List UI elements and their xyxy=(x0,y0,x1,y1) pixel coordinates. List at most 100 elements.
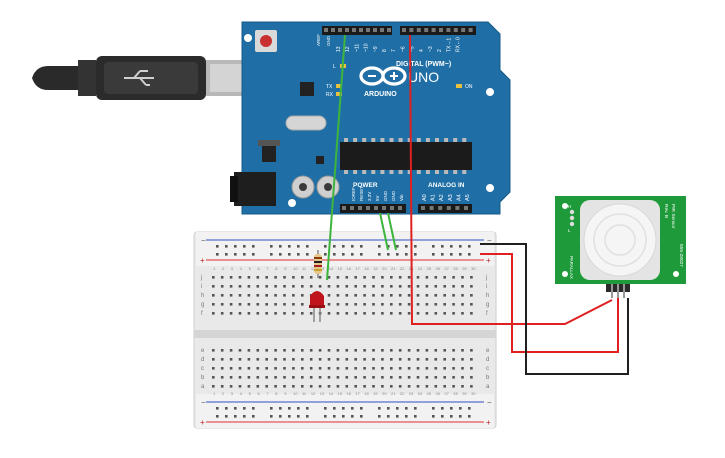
terminal-hole[interactable] xyxy=(247,385,251,388)
terminal-hole[interactable] xyxy=(452,312,455,315)
rail-hole[interactable] xyxy=(216,245,219,248)
terminal-hole[interactable] xyxy=(265,312,268,315)
terminal-hole[interactable] xyxy=(283,312,286,315)
terminal-hole[interactable] xyxy=(363,367,366,370)
rail-hole[interactable] xyxy=(360,253,363,256)
terminal-hole[interactable] xyxy=(274,385,277,388)
terminal-hole[interactable] xyxy=(381,285,384,288)
terminal-hole[interactable] xyxy=(274,358,277,361)
rail-hole[interactable] xyxy=(324,415,327,418)
terminal-hole[interactable] xyxy=(425,376,429,379)
terminal-hole[interactable] xyxy=(238,312,242,315)
terminal-hole[interactable] xyxy=(292,312,295,315)
terminal-hole[interactable] xyxy=(265,367,268,370)
terminal-hole[interactable] xyxy=(354,385,357,388)
terminal-hole[interactable] xyxy=(336,303,340,306)
rail-hole[interactable] xyxy=(441,245,444,248)
terminal-hole[interactable] xyxy=(318,349,322,352)
terminal-hole[interactable] xyxy=(416,303,420,306)
wire-5v-to-rail[interactable] xyxy=(379,212,389,251)
terminal-hole[interactable] xyxy=(461,294,464,297)
terminal-hole[interactable] xyxy=(301,294,304,297)
terminal-hole[interactable] xyxy=(212,358,215,361)
rail-hole[interactable] xyxy=(378,253,381,256)
terminal-hole[interactable] xyxy=(265,276,268,279)
rail-hole[interactable] xyxy=(432,253,435,256)
terminal-hole[interactable] xyxy=(345,303,349,306)
terminal-hole[interactable] xyxy=(452,276,455,279)
resistor[interactable] xyxy=(314,250,322,278)
wire-power-to-pir[interactable] xyxy=(480,253,619,353)
terminal-hole[interactable] xyxy=(229,367,233,370)
rail-hole[interactable] xyxy=(468,245,471,248)
terminal-hole[interactable] xyxy=(381,349,384,352)
terminal-hole[interactable] xyxy=(381,358,384,361)
terminal-hole[interactable] xyxy=(283,349,286,352)
terminal-hole[interactable] xyxy=(425,312,429,315)
rail-hole[interactable] xyxy=(270,245,273,248)
terminal-hole[interactable] xyxy=(238,358,242,361)
terminal-hole[interactable] xyxy=(452,285,455,288)
terminal-hole[interactable] xyxy=(318,367,322,370)
terminal-hole[interactable] xyxy=(354,358,357,361)
terminal-hole[interactable] xyxy=(345,285,349,288)
terminal-hole[interactable] xyxy=(407,276,411,279)
rail-hole[interactable] xyxy=(396,415,399,418)
terminal-hole[interactable] xyxy=(381,312,384,315)
terminal-hole[interactable] xyxy=(229,285,233,288)
terminal-hole[interactable] xyxy=(220,367,224,370)
rail-hole[interactable] xyxy=(306,407,309,410)
terminal-hole[interactable] xyxy=(398,294,402,297)
terminal-hole[interactable] xyxy=(265,303,268,306)
terminal-hole[interactable] xyxy=(345,276,349,279)
terminal-hole[interactable] xyxy=(470,285,473,288)
terminal-hole[interactable] xyxy=(212,349,215,352)
terminal-hole[interactable] xyxy=(461,376,464,379)
terminal-hole[interactable] xyxy=(407,285,411,288)
terminal-hole[interactable] xyxy=(354,376,357,379)
led-body[interactable] xyxy=(310,291,324,306)
terminal-hole[interactable] xyxy=(398,285,402,288)
rail-hole[interactable] xyxy=(468,415,471,418)
terminal-hole[interactable] xyxy=(381,367,384,370)
terminal-hole[interactable] xyxy=(327,294,331,297)
terminal-hole[interactable] xyxy=(381,294,384,297)
terminal-hole[interactable] xyxy=(283,367,286,370)
rail-hole[interactable] xyxy=(297,407,300,410)
terminal-hole[interactable] xyxy=(265,376,268,379)
terminal-hole[interactable] xyxy=(363,303,366,306)
terminal-hole[interactable] xyxy=(327,367,331,370)
terminal-hole[interactable] xyxy=(354,312,357,315)
terminal-hole[interactable] xyxy=(434,312,438,315)
terminal-hole[interactable] xyxy=(461,312,464,315)
terminal-hole[interactable] xyxy=(327,312,331,315)
terminal-hole[interactable] xyxy=(229,303,233,306)
terminal-hole[interactable] xyxy=(363,276,366,279)
rail-hole[interactable] xyxy=(468,407,471,410)
terminal-hole[interactable] xyxy=(443,367,446,370)
terminal-hole[interactable] xyxy=(229,276,233,279)
terminal-hole[interactable] xyxy=(309,276,313,279)
terminal-hole[interactable] xyxy=(327,285,331,288)
terminal-hole[interactable] xyxy=(425,349,429,352)
terminal-hole[interactable] xyxy=(461,303,464,306)
rail-hole[interactable] xyxy=(234,415,237,418)
rail-hole[interactable] xyxy=(333,253,336,256)
terminal-hole[interactable] xyxy=(407,385,411,388)
terminal-hole[interactable] xyxy=(212,376,215,379)
rail-hole[interactable] xyxy=(468,253,471,256)
terminal-hole[interactable] xyxy=(381,385,384,388)
terminal-hole[interactable] xyxy=(309,312,313,315)
terminal-hole[interactable] xyxy=(247,358,251,361)
rail-hole[interactable] xyxy=(333,415,336,418)
terminal-hole[interactable] xyxy=(443,312,446,315)
terminal-hole[interactable] xyxy=(336,358,340,361)
terminal-hole[interactable] xyxy=(434,358,438,361)
terminal-hole[interactable] xyxy=(461,385,464,388)
rail-hole[interactable] xyxy=(459,415,462,418)
terminal-hole[interactable] xyxy=(318,385,322,388)
rail-hole[interactable] xyxy=(387,245,390,248)
terminal-hole[interactable] xyxy=(416,376,420,379)
terminal-hole[interactable] xyxy=(212,294,215,297)
terminal-hole[interactable] xyxy=(443,276,446,279)
